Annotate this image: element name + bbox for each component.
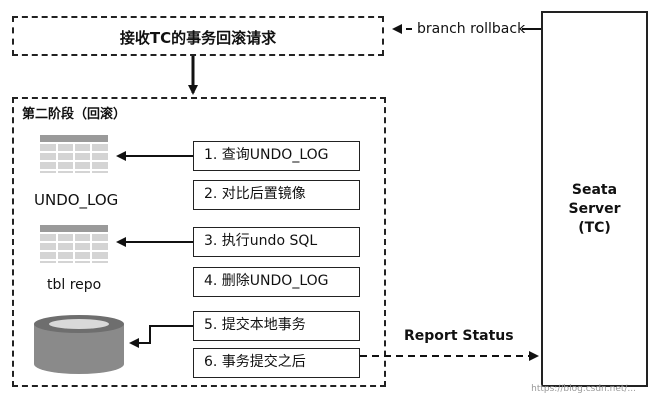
report-status-label: Report Status <box>404 328 514 344</box>
database-cylinder-icon <box>33 314 125 380</box>
step5-arrow <box>129 325 193 348</box>
seata-server-box: Seata Server (TC) <box>541 11 648 387</box>
watermark: https://blog.csdn.net/... <box>531 384 636 394</box>
step-3: 3. 执行undo SQL <box>193 227 360 257</box>
step-1: 1. 查询UNDO_LOG <box>193 141 360 171</box>
server-line-2: Server <box>568 201 621 217</box>
tbl-repo-table-icon <box>40 225 108 263</box>
step-2: 2. 对比后置镜像 <box>193 180 360 210</box>
phase-two-container: 第二阶段（回滚） <box>12 97 386 387</box>
server-line-1: Seata <box>571 182 618 198</box>
phase-two-title: 第二阶段（回滚） <box>22 107 127 122</box>
undo-log-table-icon <box>40 135 108 173</box>
server-line-3: (TC) <box>578 220 611 236</box>
step-6: 6. 事务提交之后 <box>193 348 360 378</box>
branch-rollback-label: branch rollback <box>415 21 528 37</box>
rollback-request-box: 接收TC的事务回滚请求 <box>12 16 384 56</box>
step-5: 5. 提交本地事务 <box>193 311 360 341</box>
rollback-request-label: 接收TC的事务回滚请求 <box>119 29 277 47</box>
tbl-repo-table-label: tbl repo <box>47 277 102 293</box>
undo-log-table-label: UNDO_LOG <box>34 191 119 209</box>
step-4: 4. 删除UNDO_LOG <box>193 267 360 297</box>
seata-server-label: Seata Server (TC) <box>543 181 646 238</box>
